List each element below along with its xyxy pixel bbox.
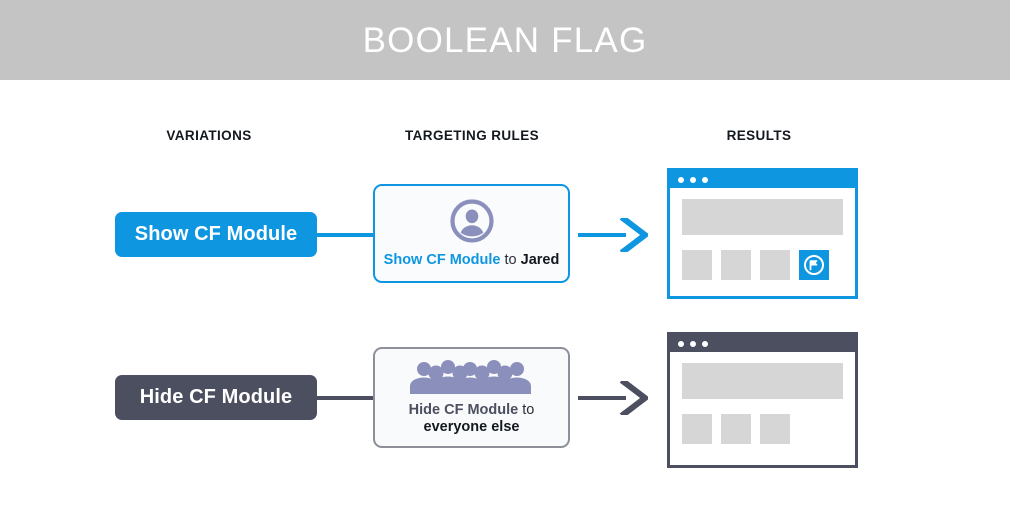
connector-line-hide [310, 396, 376, 400]
cf-module-tile [799, 250, 829, 280]
single-user-icon [449, 198, 494, 243]
content-placeholder-block [682, 199, 843, 235]
flag-rule-row-show: Show CF Module Show CF Module to Jared [0, 160, 1010, 310]
rule-target-audience: everyone else [423, 418, 520, 435]
variation-pill-label: Show CF Module [134, 223, 298, 245]
variation-pill-hide-cf-module[interactable]: Hide CF Module [115, 375, 317, 420]
browser-titlebar [670, 171, 855, 188]
connector-line-show [310, 233, 376, 237]
content-tile [760, 250, 790, 280]
browser-titlebar [670, 335, 855, 352]
rule-connector-word: to [500, 251, 521, 268]
window-dot-maximize-icon [702, 176, 708, 183]
content-tile [721, 414, 751, 444]
targeting-rule-card-hide[interactable]: Hide CF Module to everyone else [373, 347, 570, 448]
column-header-targeting-rules: TARGETING RULES [405, 128, 539, 143]
result-browser-window-hide [667, 332, 858, 468]
window-dot-minimize-icon [690, 176, 696, 183]
targeting-rule-card-show[interactable]: Show CF Module to Jared [373, 184, 570, 283]
content-tile [682, 250, 712, 280]
variation-pill-show-cf-module[interactable]: Show CF Module [115, 212, 317, 257]
result-browser-window-show [667, 168, 858, 299]
crowd-of-people-icon [404, 359, 540, 394]
content-placeholder-block [682, 363, 843, 399]
column-header-row: VARIATIONS TARGETING RULES RESULTS [0, 128, 1010, 148]
targeting-rule-text-hide: Hide CF Module to everyone else [409, 402, 535, 436]
content-tile-row [682, 250, 843, 280]
targeting-rule-text-show: Show CF Module to Jared [384, 252, 560, 269]
rule-variation-name: Hide CF Module [408, 401, 519, 418]
flow-arrow-show [578, 214, 650, 256]
page-title: BOOLEAN FLAG [362, 20, 648, 60]
page-header: BOOLEAN FLAG [0, 0, 1010, 80]
flow-arrow-hide [578, 377, 650, 419]
window-dot-maximize-icon [702, 340, 708, 347]
variation-pill-label: Hide CF Module [139, 386, 293, 408]
content-tile [721, 250, 751, 280]
content-tile [760, 414, 790, 444]
rule-connector-word: to [518, 401, 535, 418]
content-tile [682, 414, 712, 444]
browser-content [670, 188, 855, 296]
column-header-variations: VARIATIONS [166, 128, 252, 143]
browser-content [670, 352, 855, 465]
column-header-results: RESULTS [726, 128, 792, 143]
rule-variation-name: Show CF Module [383, 251, 501, 268]
flag-bubble-icon [804, 255, 824, 275]
window-dot-close-icon [678, 340, 684, 347]
flag-rule-row-hide: Hide CF Module [0, 323, 1010, 473]
content-tile-row [682, 414, 843, 444]
window-dot-close-icon [678, 176, 684, 183]
rule-target-audience: Jared [520, 251, 560, 268]
window-dot-minimize-icon [690, 340, 696, 347]
